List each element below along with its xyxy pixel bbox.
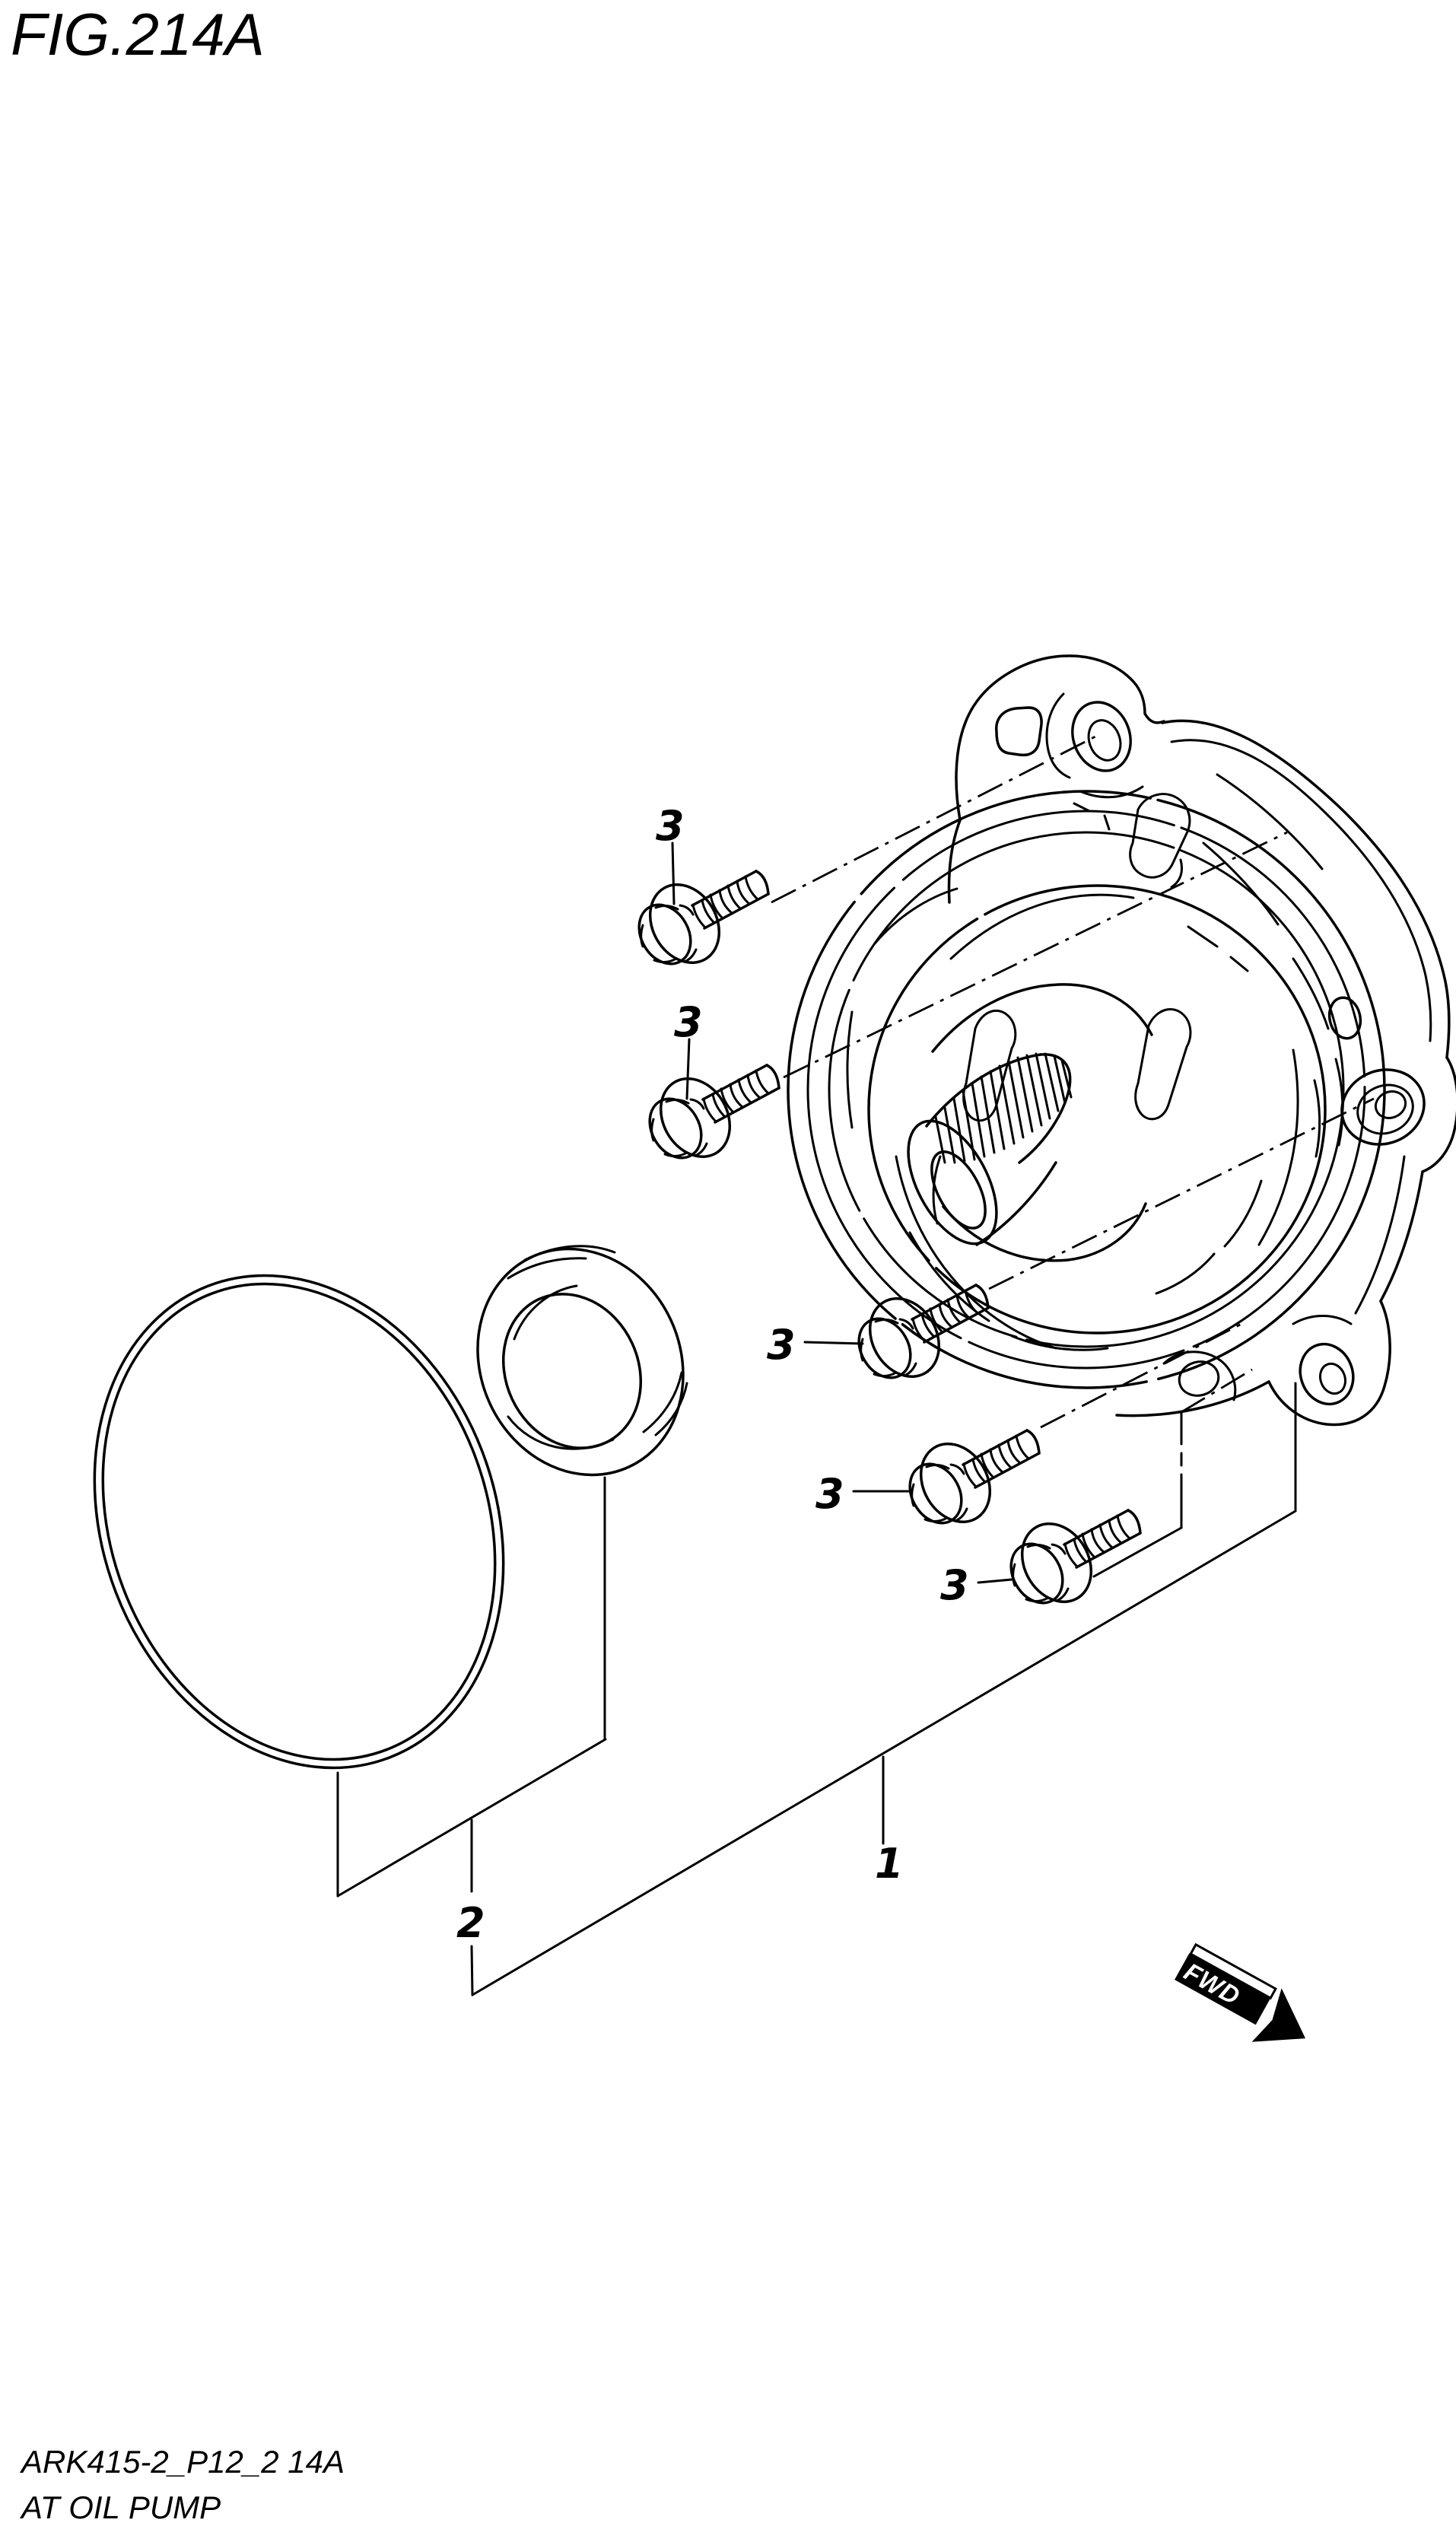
callout-3-bolt1: 3 bbox=[656, 802, 685, 850]
flange-ring-inner bbox=[828, 831, 1345, 1348]
oil-seal bbox=[476, 1245, 688, 1477]
callout-1-pump-assembly: 1 bbox=[875, 1840, 904, 1888]
callout-3-bolt5: 3 bbox=[940, 1561, 969, 1609]
oil-pump-housing bbox=[787, 654, 1456, 1427]
mounting-ear-right bbox=[1421, 1056, 1456, 1173]
figure-title: FIG.214A bbox=[11, 1, 265, 68]
mounting-lug-bottom-right bbox=[1267, 1300, 1391, 1427]
pump-cavity-rim bbox=[867, 884, 1327, 1335]
small-port-hole bbox=[1327, 996, 1362, 1040]
flange-ring-outer bbox=[787, 790, 1386, 1389]
leader-lines bbox=[771, 735, 1375, 1429]
bolt-4 bbox=[898, 1429, 1041, 1536]
o-ring bbox=[93, 1274, 505, 1770]
ear-square-hole bbox=[995, 706, 1043, 757]
casting-boss bbox=[1129, 793, 1191, 879]
callout-3-bolt4: 3 bbox=[815, 1470, 844, 1518]
callouts: 3 3 3 3 3 1 2 bbox=[456, 802, 1013, 1996]
splined-hub bbox=[907, 1052, 1073, 1246]
fwd-marker: FWD bbox=[1175, 1942, 1306, 2042]
footer-drawing-code: ARK415-2_P12_2 14A bbox=[19, 2444, 345, 2480]
housing-outline-top-right bbox=[1161, 719, 1451, 1059]
footer-part-name: AT OIL PUMP bbox=[19, 2489, 221, 2525]
bolt-2 bbox=[637, 1064, 780, 1171]
assembly-plane-lines bbox=[336, 1368, 1297, 1996]
flange-ring-middle bbox=[806, 810, 1366, 1370]
fwd-banner bbox=[1175, 1953, 1271, 2025]
right-ear-hole bbox=[1340, 1068, 1426, 1146]
callout-3-bolt2: 3 bbox=[674, 998, 703, 1046]
callout-2-oil-seal: 2 bbox=[456, 1899, 485, 1947]
bolt-1 bbox=[627, 870, 770, 977]
callout-3-bolt3: 3 bbox=[767, 1321, 796, 1369]
ear-bolt-hole bbox=[1071, 701, 1132, 772]
mounting-ear-top-left bbox=[955, 654, 1165, 822]
fwd-arrowhead-icon bbox=[1251, 1988, 1306, 2042]
hub-splines bbox=[934, 1052, 1073, 1164]
